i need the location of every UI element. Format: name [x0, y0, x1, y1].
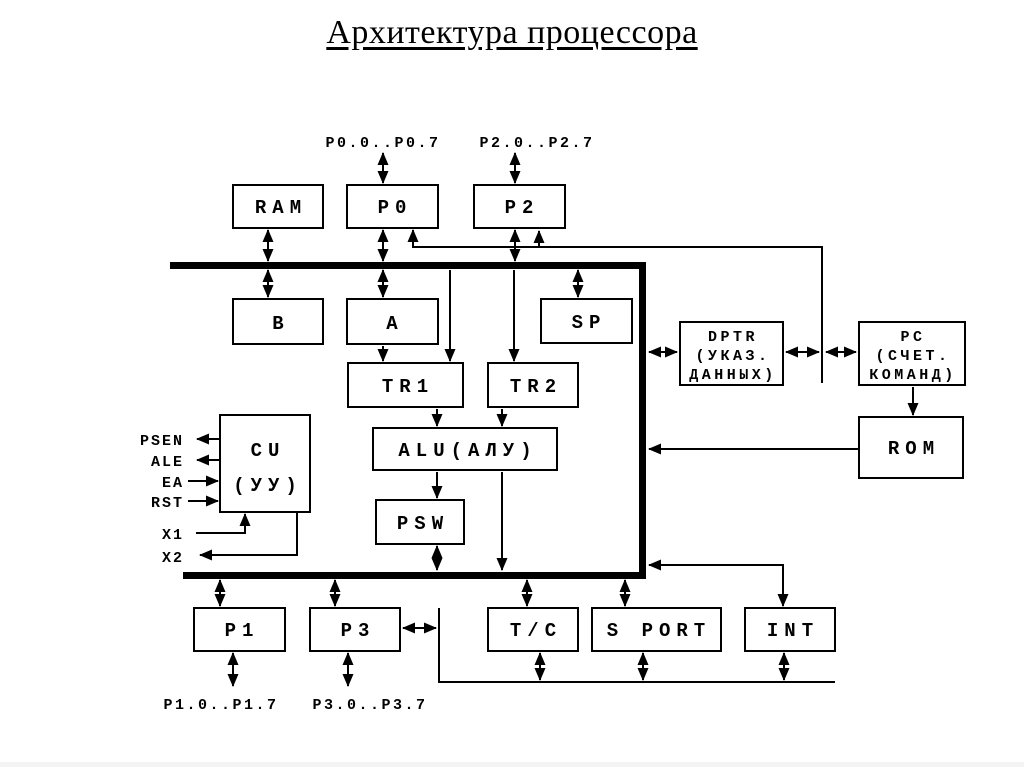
- a-label: A: [386, 313, 403, 335]
- p0-label: P0: [378, 197, 413, 219]
- system-bus: [170, 262, 646, 579]
- block-a: A: [346, 298, 439, 345]
- block-tr2: TR2: [487, 362, 579, 408]
- int-box: [744, 607, 836, 652]
- tc-label: T/C: [510, 620, 562, 642]
- rst-signal-label: RST: [151, 495, 184, 512]
- rom-box: [858, 416, 964, 479]
- cu-sublabel: (УУ): [233, 475, 303, 497]
- b-box: [232, 298, 324, 345]
- pc-box: [858, 321, 966, 386]
- b-label: B: [272, 313, 289, 335]
- cu-label: CU: [251, 440, 286, 462]
- dptr-label: DPTR: [708, 329, 758, 346]
- sp-label: SP: [572, 312, 607, 334]
- int-label: INT: [767, 620, 819, 642]
- pin-labels: P0.0..P0.7 P2.0..P2.7 P1.0..P1.7 P3.0..P…: [140, 135, 594, 714]
- p3-label: P3: [341, 620, 376, 642]
- p0-pin-range-label: P0.0..P0.7: [325, 135, 440, 152]
- block-psw: PSW: [375, 499, 465, 545]
- wire-x1-cu: [196, 513, 251, 534]
- p2-box: [473, 184, 566, 229]
- dptr-sublabel-2: ДАННЫХ): [689, 367, 777, 384]
- block-dptr: DPTR (УКАЗ. ДАННЫХ): [679, 321, 784, 386]
- cu-box: [219, 414, 311, 513]
- psw-box: [375, 499, 465, 545]
- psw-label: PSW: [397, 513, 449, 535]
- block-sp: SP: [540, 298, 633, 344]
- p3-box: [309, 607, 401, 652]
- p1-pin-range-label: P1.0..P1.7: [163, 697, 278, 714]
- wire-peripheral-line: [438, 608, 835, 683]
- p2-label: P2: [505, 197, 540, 219]
- block-pc: PC (СЧЕТ. КОМАНД): [858, 321, 966, 386]
- tr1-box: [347, 362, 464, 408]
- block-rom: ROM: [858, 416, 964, 479]
- p1-label: P1: [225, 620, 260, 642]
- block-p1: P1: [193, 607, 286, 652]
- wire-bus-int: [648, 559, 789, 607]
- alu-box: [372, 427, 558, 471]
- block-sport: S PORT: [591, 607, 722, 652]
- blocks: RAM P0 P2 B A SP: [193, 184, 966, 652]
- ram-label: RAM: [255, 197, 307, 219]
- x2-signal-label: X2: [162, 550, 184, 567]
- ram-box: [232, 184, 324, 229]
- alu-label: ALU(АЛУ): [398, 440, 537, 462]
- dptr-sublabel-1: (УКАЗ.: [695, 348, 770, 365]
- tr2-label: TR2: [510, 376, 562, 398]
- sp-box: [540, 298, 633, 344]
- block-alu: ALU(АЛУ): [372, 427, 558, 471]
- block-p0: P0: [346, 184, 439, 229]
- block-p3: P3: [309, 607, 401, 652]
- p1-box: [193, 607, 286, 652]
- rom-label: ROM: [888, 438, 940, 460]
- block-p2: P2: [473, 184, 566, 229]
- wire-address-p0-dptr-pc: [407, 229, 823, 383]
- block-cu: CU (УУ): [219, 414, 311, 513]
- block-int: INT: [744, 607, 836, 652]
- pc-sublabel-2: КОМАНД): [869, 367, 957, 384]
- pc-sublabel-1: (СЧЕТ.: [875, 348, 950, 365]
- connectors: [188, 152, 919, 687]
- p0-box: [346, 184, 439, 229]
- tr1-label: TR1: [382, 376, 434, 398]
- sport-label: S PORT: [607, 620, 711, 642]
- sport-box: [591, 607, 722, 652]
- p3-pin-range-label: P3.0..P3.7: [312, 697, 427, 714]
- block-tc: T/C: [487, 607, 579, 652]
- wire-cu-x2: [199, 513, 298, 561]
- p2-pin-range-label: P2.0..P2.7: [479, 135, 594, 152]
- x1-signal-label: X1: [162, 527, 184, 544]
- psen-signal-label: PSEN: [140, 433, 184, 450]
- a-box: [346, 298, 439, 345]
- page-title: Архитектура процессора: [326, 14, 698, 51]
- pc-label: PC: [900, 329, 925, 346]
- ea-signal-label: EA: [162, 475, 184, 492]
- block-tr1: TR1: [347, 362, 464, 408]
- dptr-box: [679, 321, 784, 386]
- tc-box: [487, 607, 579, 652]
- ale-signal-label: ALE: [151, 454, 184, 471]
- block-ram: RAM: [232, 184, 324, 229]
- tr2-box: [487, 362, 579, 408]
- block-b: B: [232, 298, 324, 345]
- bottom-strip: [0, 762, 1024, 767]
